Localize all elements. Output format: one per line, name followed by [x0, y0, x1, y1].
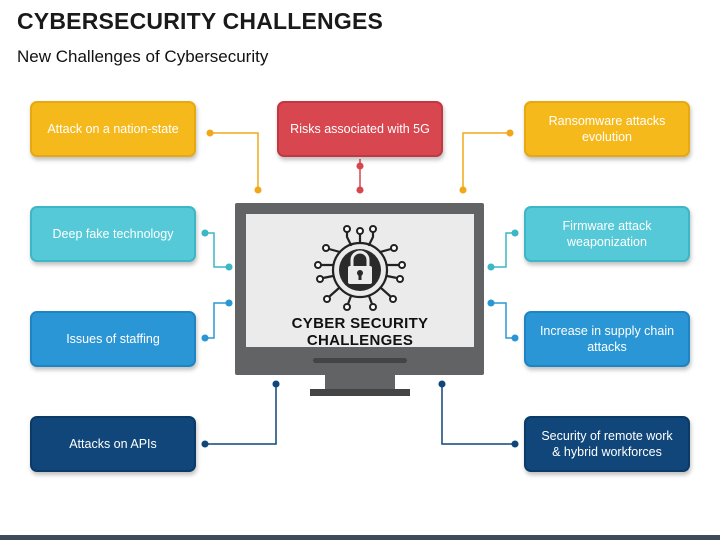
monitor-slot: [313, 358, 407, 363]
connector-ransomware: [459, 129, 514, 194]
card-firmware: Firmware attack weaponization: [524, 206, 690, 262]
monitor-base: [310, 389, 410, 396]
card-remote-work: Security of remote work & hybrid workfor…: [524, 416, 690, 472]
card-deep-fake: Deep fake technology: [30, 206, 196, 262]
card-deep-fake-label: Deep fake technology: [52, 227, 174, 241]
bottom-bar: [0, 535, 720, 540]
card-5g-label: Risks associated with 5G: [290, 122, 430, 136]
padlock-circuit-icon: [314, 225, 406, 311]
page-title: CYBERSECURITY CHALLENGES: [17, 8, 384, 34]
card-staffing-label: Issues of staffing: [66, 332, 160, 346]
card-nation-state-label: Attack on a nation-state: [47, 122, 179, 136]
monitor-neck: [325, 375, 395, 390]
page-subtitle: New Challenges of Cybersecurity: [17, 47, 269, 66]
card-apis: Attacks on APIs: [30, 416, 196, 472]
card-supply-chain: Increase in supply chain attacks: [524, 311, 690, 367]
screen-label: CYBER SECURITY CHALLENGES: [291, 315, 429, 349]
connector-apis: [201, 380, 280, 448]
connector-firmware: [487, 229, 519, 271]
card-ransomware-label: Ransomware attacks evolution: [548, 114, 666, 144]
connector-supply-chain: [487, 299, 519, 342]
card-5g: Risks associated with 5G: [277, 101, 443, 157]
card-remote-work-label: Security of remote work & hybrid workfor…: [541, 429, 673, 459]
card-apis-label: Attacks on APIs: [69, 437, 157, 451]
card-nation-state: Attack on a nation-state: [30, 101, 196, 157]
card-supply-chain-label: Increase in supply chain attacks: [539, 324, 675, 354]
connector-remote-work: [438, 380, 519, 448]
connector-nation-state: [206, 129, 262, 194]
connector-5g: [356, 159, 364, 194]
card-firmware-label: Firmware attack weaponization: [562, 219, 652, 249]
card-staffing: Issues of staffing: [30, 311, 196, 367]
card-ransomware: Ransomware attacks evolution: [524, 101, 690, 157]
connector-staffing: [201, 299, 233, 342]
connector-deep-fake: [201, 229, 233, 271]
